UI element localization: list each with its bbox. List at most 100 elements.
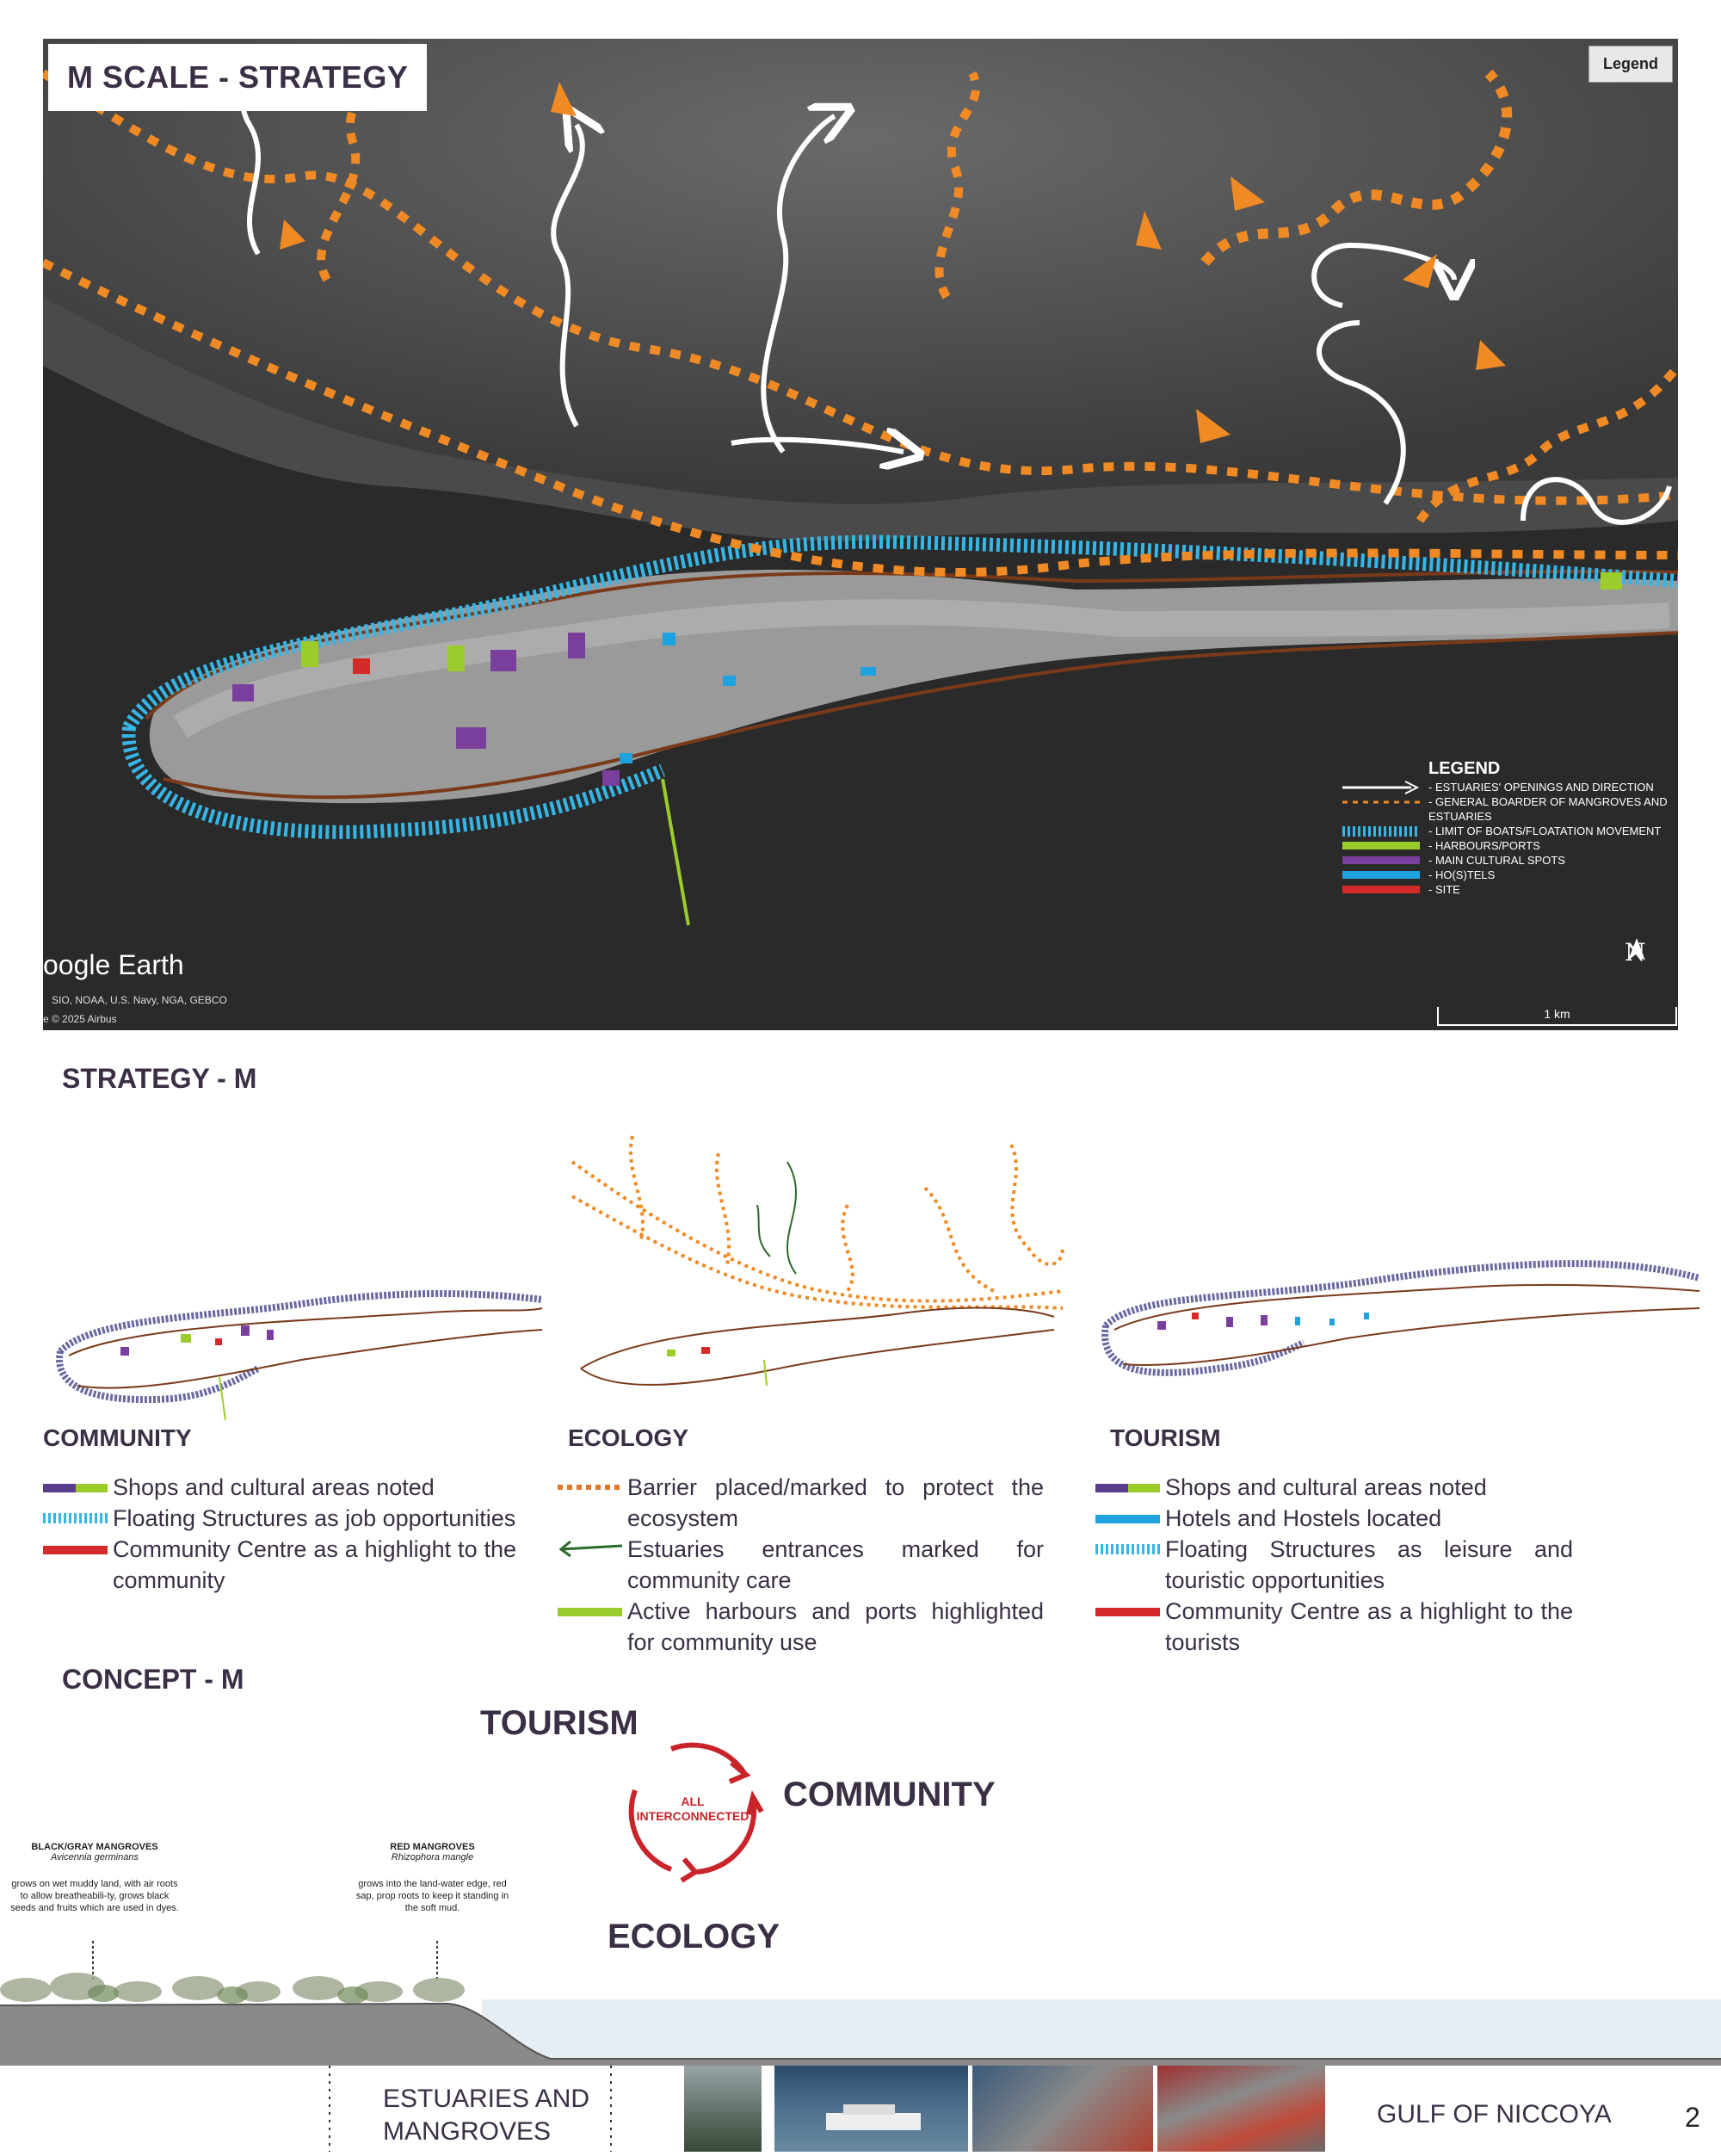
blue-hatched-line-icon bbox=[1338, 824, 1424, 838]
community-column-title: COMMUNITY bbox=[43, 1424, 192, 1451]
blue-hatched-bar-icon bbox=[43, 1503, 108, 1534]
legend-item: Community Centre as a highlight to the t… bbox=[1095, 1596, 1573, 1658]
legend-text: Shops and cultural areas noted bbox=[1165, 1474, 1487, 1500]
black-mangrove-note: BLACK/GRAY MANGROVES Avicennia germinans… bbox=[9, 1842, 181, 1914]
legend-text: Active harbours and ports highlighted fo… bbox=[627, 1598, 1044, 1655]
purple-green-bar-icon bbox=[1095, 1472, 1160, 1503]
legend-item: Community Centre as a highlight to the c… bbox=[43, 1534, 516, 1596]
green-arrow-icon bbox=[558, 1534, 623, 1565]
purple-bar-icon bbox=[1338, 853, 1424, 868]
legend-row: - SITE bbox=[1338, 882, 1674, 897]
blue-bar-icon bbox=[1095, 1503, 1160, 1534]
legend-text: Barrier placed/marked to protect the eco… bbox=[627, 1474, 1044, 1531]
legend-item: Floating Structures as job opportunities bbox=[43, 1503, 516, 1534]
community-diagram bbox=[56, 1290, 543, 1420]
community-legend: Shops and cultural areas noted Floating … bbox=[43, 1472, 516, 1596]
white-arrow-icon bbox=[1338, 780, 1424, 794]
legend-text: Hotels and Hostels located bbox=[1165, 1505, 1442, 1531]
green-bar-icon bbox=[1338, 838, 1424, 853]
legend-item: Shops and cultural areas noted bbox=[43, 1472, 516, 1503]
legend-text: Shops and cultural areas noted bbox=[113, 1474, 435, 1500]
map-legend-heading: LEGEND bbox=[1428, 759, 1501, 778]
terrain-section bbox=[0, 1941, 1721, 2066]
gulf-label: GULF OF NICCOYA bbox=[1377, 2100, 1612, 2128]
legend-item: Hotels and Hostels located bbox=[1095, 1503, 1573, 1534]
map-graphics bbox=[43, 39, 1678, 926]
legend-item: Estuaries entrances marked for community… bbox=[558, 1534, 1044, 1596]
mangrove-description: grows on wet muddy land, with air roots … bbox=[10, 1879, 179, 1913]
legend-row: - ESTUARIES' OPENINGS AND DIRECTION bbox=[1338, 780, 1674, 794]
red-bar-icon bbox=[1338, 882, 1424, 897]
ecology-diagram bbox=[571, 1135, 1064, 1387]
mainland-area bbox=[43, 39, 1678, 541]
ecology-column-title: ECOLOGY bbox=[568, 1424, 689, 1451]
blue-hatched-bar-icon bbox=[1095, 1534, 1160, 1565]
mangrove-species: Rhizophora mangle bbox=[391, 1852, 474, 1863]
concept-tourism: TOURISM bbox=[480, 1704, 638, 1742]
interconnected-label-1: ALL bbox=[681, 1795, 705, 1808]
legend-item: Active harbours and ports highlighted fo… bbox=[558, 1596, 1044, 1658]
mangrove-trees bbox=[0, 1973, 465, 2002]
legend-text: Floating Structures as leisure and touri… bbox=[1165, 1536, 1573, 1593]
red-mangrove-note: RED MANGROVES Rhizophora mangle grows in… bbox=[349, 1842, 516, 1914]
legend-row: - LIMIT OF BOATS/FLOATATION MOVEMENT bbox=[1338, 824, 1674, 838]
google-earth-watermark: oogle Earth bbox=[43, 949, 184, 980]
legend-text: Community Centre as a highlight to the t… bbox=[1165, 1598, 1573, 1655]
map-legend: LEGEND - ESTUARIES' OPENINGS AND DIRECTI… bbox=[1338, 759, 1674, 897]
legend-row: - HARBOURS/PORTS bbox=[1338, 838, 1674, 853]
estuaries-label-2: MANGROVES bbox=[383, 2117, 552, 2146]
scale-bar: 1 km bbox=[1437, 1007, 1677, 1026]
red-bar-icon bbox=[1095, 1596, 1160, 1627]
ecology-legend: Barrier placed/marked to protect the eco… bbox=[558, 1472, 1044, 1658]
orange-dashed-line-icon bbox=[1338, 794, 1424, 809]
town-aerial-photo bbox=[972, 2066, 1153, 2152]
orange-dotted-line-icon bbox=[558, 1472, 622, 1503]
legend-label: - MAIN CULTURAL SPOTS bbox=[1428, 854, 1565, 867]
legend-item: Barrier placed/marked to protect the eco… bbox=[558, 1472, 1044, 1534]
scale-label: 1 km bbox=[1544, 1007, 1570, 1021]
concept-heading: CONCEPT - M bbox=[62, 1664, 244, 1695]
legend-text: Community Centre as a highlight to the c… bbox=[113, 1536, 516, 1593]
legend-button[interactable]: Legend bbox=[1588, 46, 1673, 83]
concept-ecology: ECOLOGY bbox=[608, 1918, 780, 1955]
interconnected-cycle-icon bbox=[628, 1742, 764, 1883]
legend-label: - HARBOURS/PORTS bbox=[1428, 839, 1540, 852]
mangrove-title: RED MANGROVES bbox=[390, 1842, 475, 1852]
satellite-map: M SCALE - STRATEGY Legend LEGEND - ESTUA… bbox=[43, 39, 1678, 1030]
legend-item: Floating Structures as leisure and touri… bbox=[1095, 1534, 1573, 1596]
strategy-heading: STRATEGY - M bbox=[62, 1063, 257, 1094]
legend-row: - MAIN CULTURAL SPOTS bbox=[1338, 853, 1674, 868]
page-number: 2 bbox=[1685, 2102, 1700, 2133]
tourism-diagram bbox=[1101, 1260, 1701, 1376]
blue-bar-icon bbox=[1338, 868, 1424, 882]
north-arrow-icon: N bbox=[1625, 938, 1646, 967]
green-bar-icon bbox=[558, 1596, 622, 1627]
legend-label: - SITE bbox=[1428, 883, 1460, 896]
interconnected-label-2: INTERCONNECTED bbox=[636, 1809, 749, 1823]
legend-row: - HO(S)TELS bbox=[1338, 868, 1674, 882]
legend-label: - HO(S)TELS bbox=[1428, 868, 1496, 881]
legend-label: - GENERAL BOARDER OF MANGROVES AND ESTUA… bbox=[1428, 795, 1668, 823]
mangrove-description: grows into the land-water edge, red sap,… bbox=[355, 1879, 509, 1913]
map-copyright: e © 2025 Airbus bbox=[43, 1013, 117, 1025]
estuary-photo bbox=[684, 2066, 762, 2152]
tourism-legend: Shops and cultural areas noted Hotels an… bbox=[1095, 1472, 1573, 1658]
purple-green-bar-icon bbox=[43, 1472, 108, 1503]
island bbox=[149, 569, 1678, 804]
legend-text: Estuaries entrances marked for community… bbox=[627, 1536, 1044, 1593]
map-title: M SCALE - STRATEGY bbox=[48, 44, 428, 111]
legend-label: - LIMIT OF BOATS/FLOATATION MOVEMENT bbox=[1428, 825, 1662, 837]
town-rooftops-photo bbox=[1157, 2066, 1325, 2152]
bottom-separators bbox=[329, 2066, 612, 2152]
mangrove-species: Avicennia germinans bbox=[51, 1852, 139, 1863]
estuaries-label: ESTUARIES AND MANGROVES bbox=[383, 2083, 589, 2148]
port-photo bbox=[774, 2066, 968, 2152]
interconnected-label: ALL INTERCONNECTED bbox=[628, 1795, 757, 1824]
legend-item: Shops and cultural areas noted bbox=[1095, 1472, 1573, 1503]
red-bar-icon bbox=[43, 1534, 108, 1565]
estuaries-label-1: ESTUARIES AND bbox=[383, 2085, 590, 2113]
concept-community: COMMUNITY bbox=[783, 1776, 996, 1813]
map-credits: SIO, NOAA, U.S. Navy, NGA, GEBCO bbox=[52, 994, 227, 1006]
tourism-column-title: TOURISM bbox=[1110, 1424, 1221, 1451]
legend-text: Floating Structures as job opportunities bbox=[113, 1505, 516, 1531]
